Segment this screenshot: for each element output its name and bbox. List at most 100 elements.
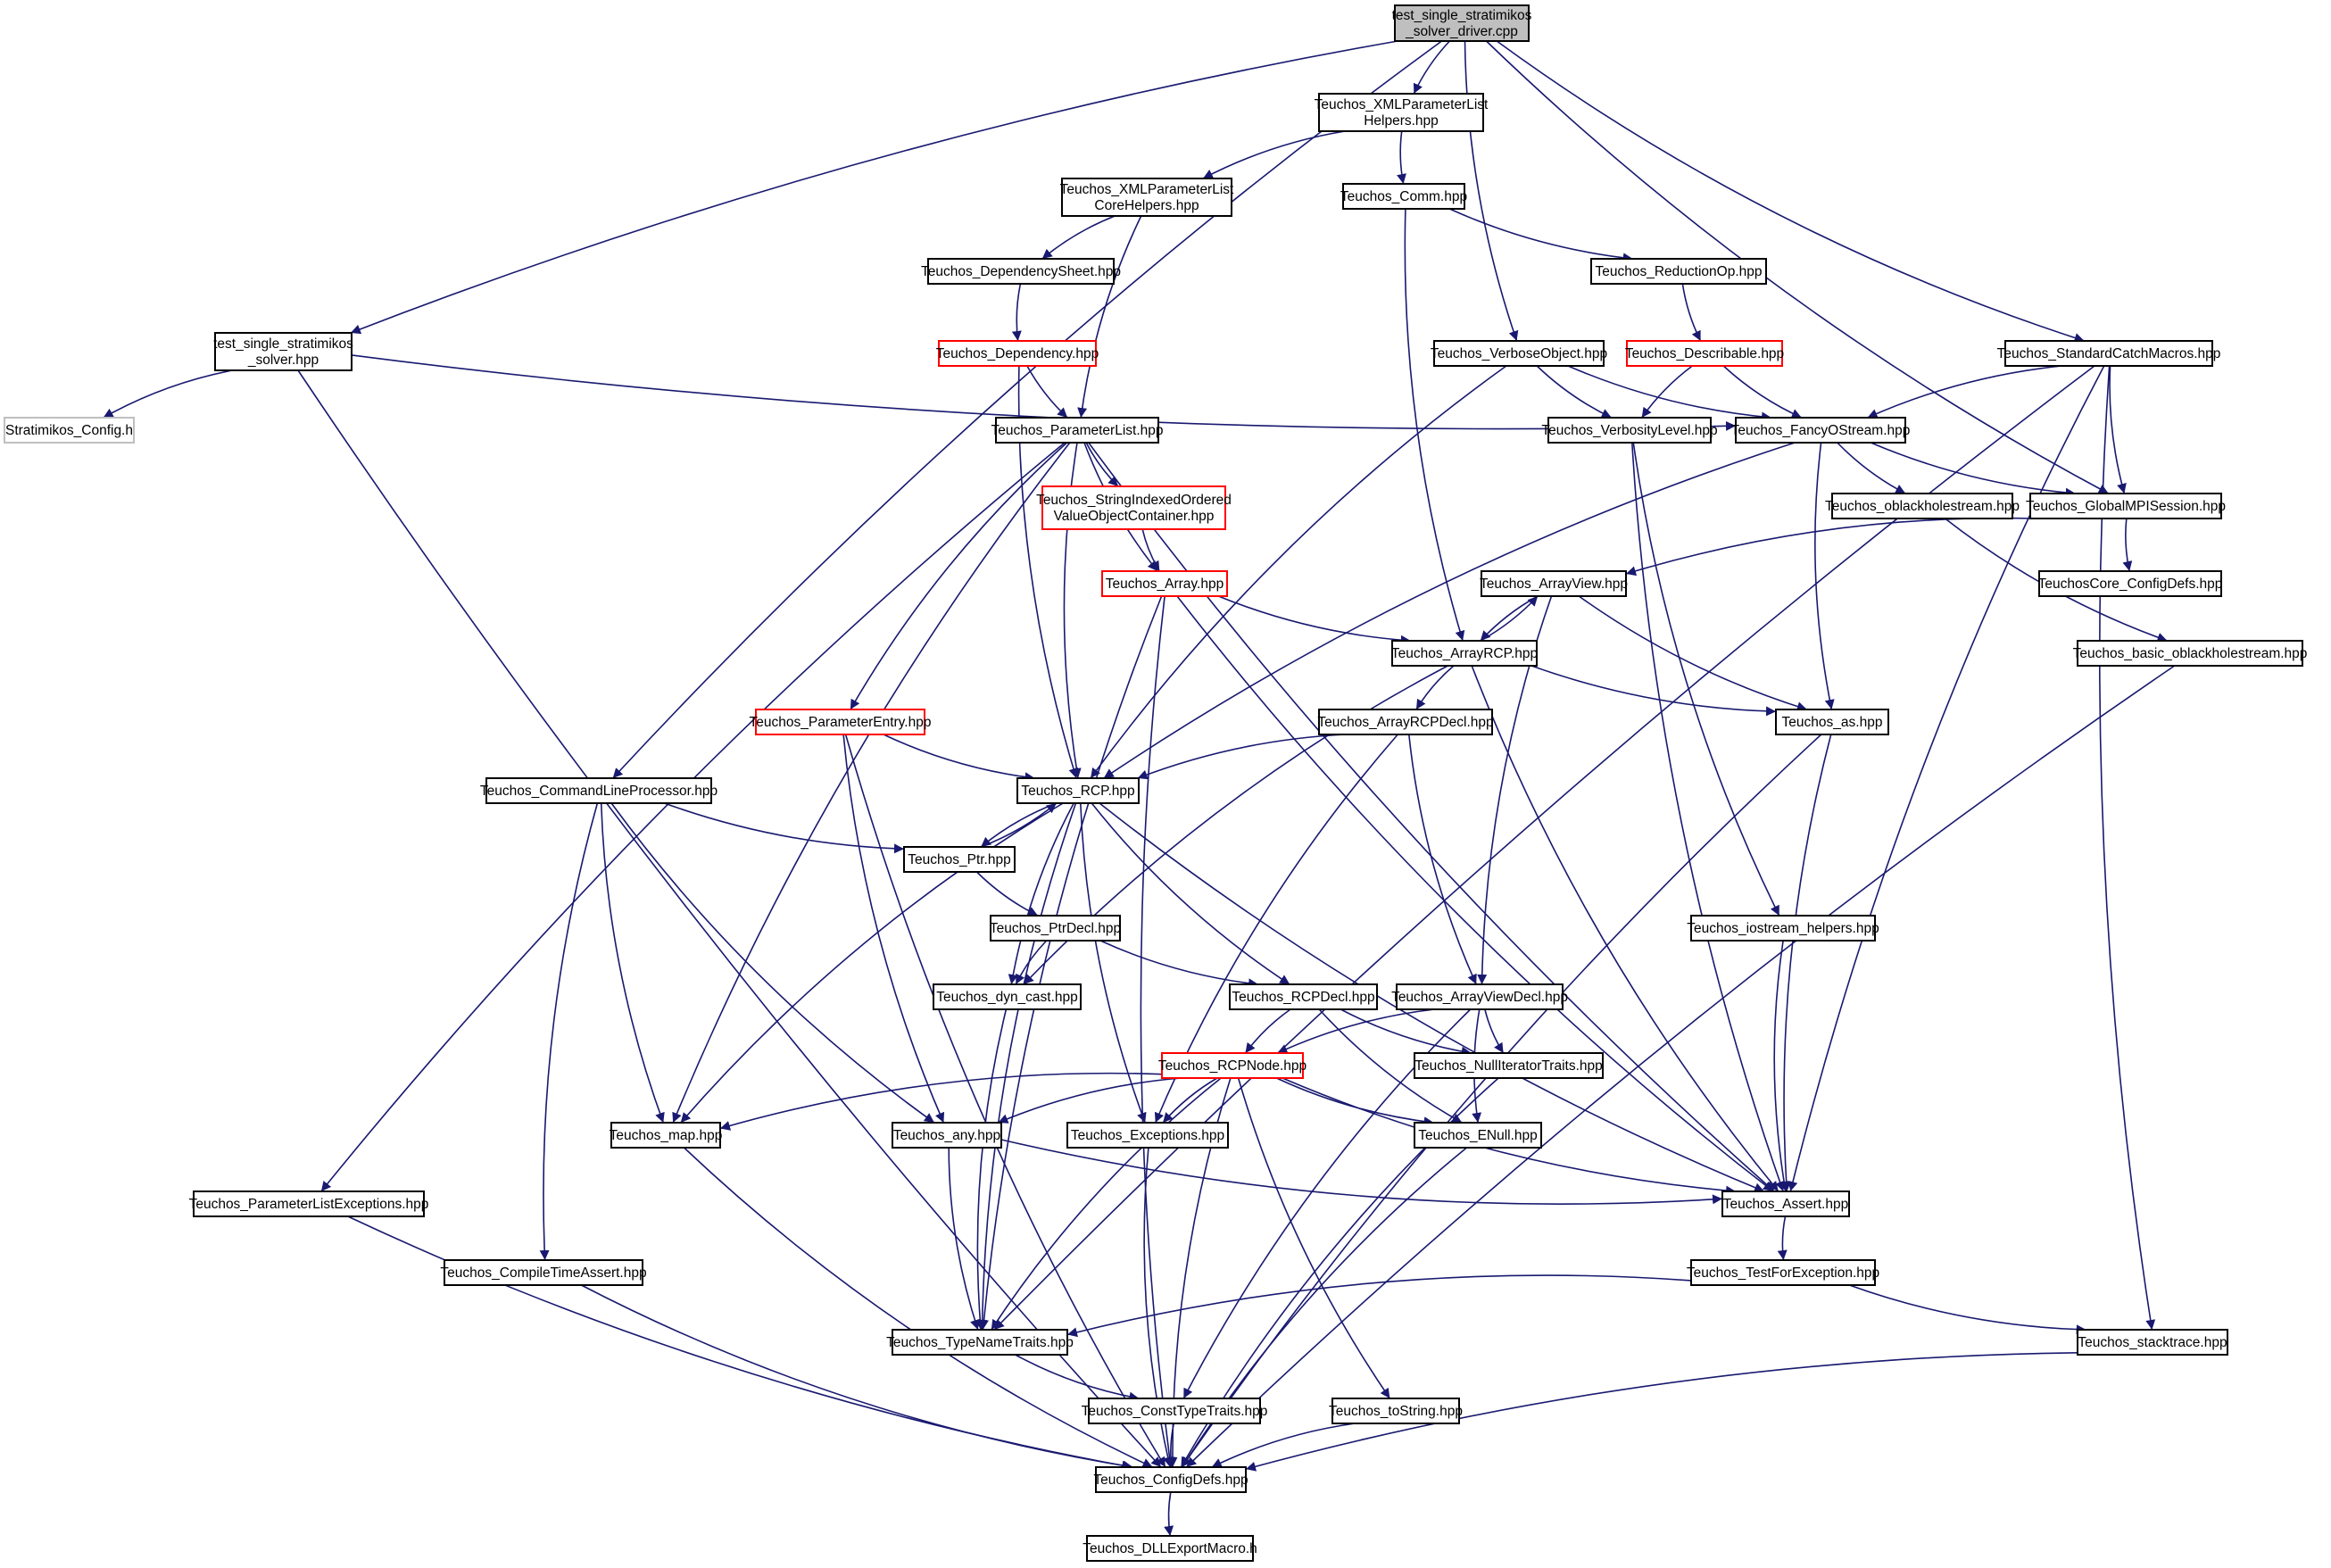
node-arrayviewdecl[interactable]: Teuchos_ArrayViewDecl.hpp xyxy=(1391,983,1568,1010)
edge-stdcatch-to-globalmpi xyxy=(2109,365,2127,494)
node-box xyxy=(1721,1191,1850,1217)
edge-cmdline-to-map xyxy=(600,802,665,1124)
edge-iostreamh-to-assert xyxy=(1773,940,1789,1192)
node-label: Teuchos_ConstTypeTraits.hpp xyxy=(1082,1404,1268,1419)
node-box xyxy=(755,709,925,735)
edge-verblevel-to-iostreamh xyxy=(1632,442,1780,917)
edge-array-to-configdefs xyxy=(1140,595,1174,1468)
node-typename[interactable]: Teuchos_TypeNameTraits.hpp xyxy=(886,1329,1074,1356)
node-paramentry[interactable]: Teuchos_ParameterEntry.hpp xyxy=(750,709,932,735)
edge-ptr-to-rcp xyxy=(980,802,1058,848)
node-box xyxy=(4,417,135,444)
edge-xmlhelpers-to-comm xyxy=(1397,130,1406,185)
node-box xyxy=(1342,183,1465,210)
node-any[interactable]: Teuchos_any.hpp xyxy=(892,1122,1002,1149)
node-stacktrace[interactable]: Teuchos_stacktrace.hpp xyxy=(2077,1329,2228,1356)
node-testforexc[interactable]: Teuchos_TestForException.hpp xyxy=(1687,1259,1879,1286)
node-tostring[interactable]: Teuchos_toString.hpp xyxy=(1329,1398,1463,1424)
node-box xyxy=(1626,340,1783,367)
node-configdefs[interactable]: Teuchos_ConfigDefs.hpp xyxy=(1093,1466,1248,1493)
node-consttype[interactable]: Teuchos_ConstTypeTraits.hpp xyxy=(1082,1398,1268,1424)
edge-cmdline-to-any xyxy=(610,802,935,1124)
node-iostreamh[interactable]: Teuchos_iostream_helpers.hpp xyxy=(1687,915,1879,942)
node-depsheet[interactable]: Teuchos_DependencySheet.hpp xyxy=(921,258,1121,285)
node-strindexed[interactable]: Teuchos_StringIndexedOrderedValueObjectC… xyxy=(1036,485,1232,530)
node-label: Teuchos_Describable.hpp xyxy=(1625,346,1784,361)
node-reductionop[interactable]: Teuchos_ReductionOp.hpp xyxy=(1590,258,1767,285)
node-label: Teuchos_any.hpp xyxy=(893,1128,1000,1143)
node-describable[interactable]: Teuchos_Describable.hpp xyxy=(1625,340,1784,367)
edge-rcpnode-to-assert xyxy=(1282,1077,1737,1196)
node-comm[interactable]: Teuchos_Comm.hpp xyxy=(1340,183,1467,210)
node-dependency[interactable]: Teuchos_Dependency.hpp xyxy=(936,340,1099,367)
node-rcpnode[interactable]: Teuchos_RCPNode.hpp xyxy=(1158,1052,1307,1079)
node-stdcatch[interactable]: Teuchos_StandardCatchMacros.hpp xyxy=(1997,340,2221,367)
node-ptrdecl[interactable]: Teuchos_PtrDecl.hpp xyxy=(990,915,1121,942)
edge-root-to-stdcatch xyxy=(1496,40,2085,343)
node-enull[interactable]: Teuchos_ENull.hpp xyxy=(1414,1122,1542,1149)
edge-typename-to-consttype xyxy=(1015,1354,1140,1402)
node-root[interactable]: test_single_stratimikos_solver_driver.cp… xyxy=(1392,4,1532,42)
node-label: Teuchos_PtrDecl.hpp xyxy=(990,921,1121,936)
node-box xyxy=(1690,915,1876,942)
node-rcp[interactable]: Teuchos_RCP.hpp xyxy=(1016,777,1140,804)
edge-stacktrace-to-configdefs xyxy=(1245,1352,2078,1472)
node-box xyxy=(933,983,1082,1010)
edge-ptr-to-ptrdecl xyxy=(975,871,1039,917)
node-label: Teuchos_ArrayView.hpp xyxy=(1480,577,1628,592)
node-box xyxy=(1095,1466,1247,1493)
node-arrayrcpdecl[interactable]: Teuchos_ArrayRCPDecl.hpp xyxy=(1317,709,1494,735)
node-array[interactable]: Teuchos_Array.hpp xyxy=(1101,570,1228,597)
node-box xyxy=(1318,93,1484,132)
node-exceptions[interactable]: Teuchos_Exceptions.hpp xyxy=(1066,1122,1229,1149)
node-label: _solver_driver.cpp xyxy=(1405,24,1518,39)
node-verboseobj[interactable]: Teuchos_VerboseObject.hpp xyxy=(1431,340,1607,367)
node-box xyxy=(214,332,353,371)
node-solverhpp[interactable]: test_single_stratimikos_solver.hpp xyxy=(213,332,353,371)
node-label: TeuchosCore_ConfigDefs.hpp xyxy=(2038,577,2223,592)
node-basicoblack[interactable]: Teuchos_basic_oblackholestream.hpp xyxy=(2073,640,2308,667)
node-rcpdecl[interactable]: Teuchos_RCPDecl.hpp xyxy=(1229,983,1378,1010)
node-as[interactable]: Teuchos_as.hpp xyxy=(1775,709,1889,735)
node-label: Teuchos_Comm.hpp xyxy=(1340,189,1467,204)
node-stratconfig[interactable]: Stratimikos_Config.h xyxy=(4,417,135,444)
node-dllexport[interactable]: Teuchos_DLLExportMacro.h xyxy=(1083,1535,1257,1562)
node-ptr[interactable]: Teuchos_Ptr.hpp xyxy=(903,846,1016,873)
node-verblevel[interactable]: Teuchos_VerbosityLevel.hpp xyxy=(1541,417,1718,444)
edge-compiletime-to-configdefs xyxy=(581,1284,1133,1471)
node-fancyo[interactable]: Teuchos_FancyOStream.hpp xyxy=(1731,417,1911,444)
node-box xyxy=(1831,493,2013,519)
node-map[interactable]: Teuchos_map.hpp xyxy=(610,1122,723,1149)
node-label: Teuchos_ReductionOp.hpp xyxy=(1596,264,1763,279)
edge-rcpnode-to-map xyxy=(719,1072,1163,1131)
node-coreconfig[interactable]: TeuchosCore_ConfigDefs.hpp xyxy=(2038,570,2223,597)
node-label: Teuchos_ENull.hpp xyxy=(1418,1128,1538,1143)
node-box xyxy=(1391,640,1538,667)
node-arrayview[interactable]: Teuchos_ArrayView.hpp xyxy=(1480,570,1628,597)
node-plexceptions[interactable]: Teuchos_ParameterListExceptions.hpp xyxy=(189,1191,429,1217)
node-oblackhole[interactable]: Teuchos_oblackholestream.hpp xyxy=(1825,493,2020,519)
node-box xyxy=(1590,258,1767,285)
node-label: Teuchos_Array.hpp xyxy=(1106,577,1224,592)
edge-paramlist-to-strindexed xyxy=(1085,442,1119,487)
node-box xyxy=(1414,1122,1542,1149)
node-box xyxy=(1414,1052,1604,1079)
node-nulliter[interactable]: Teuchos_NullIteratorTraits.hpp xyxy=(1414,1052,1604,1079)
edge-verboseobj-to-fancyo xyxy=(1567,365,1772,422)
node-globalmpi[interactable]: Teuchos_GlobalMPISession.hpp xyxy=(2026,493,2226,519)
node-box xyxy=(990,915,1121,942)
edge-cmdline-to-ptr xyxy=(664,802,905,854)
edge-paramlist-to-assert xyxy=(1088,442,1775,1192)
node-label: Teuchos_XMLParameterList xyxy=(1315,97,1489,112)
node-cmdline[interactable]: Teuchos_CommandLineProcessor.hpp xyxy=(480,777,718,804)
node-paramlist[interactable]: Teuchos_ParameterList.hpp xyxy=(991,417,1164,444)
node-box xyxy=(927,258,1115,285)
edge-array-to-assert xyxy=(1176,595,1774,1192)
node-assert[interactable]: Teuchos_Assert.hpp xyxy=(1721,1191,1850,1217)
node-dyncast[interactable]: Teuchos_dyn_cast.hpp xyxy=(933,983,1082,1010)
node-label: Teuchos_Exceptions.hpp xyxy=(1071,1128,1224,1143)
node-compiletime[interactable]: Teuchos_CompileTimeAssert.hpp xyxy=(440,1259,647,1286)
node-arrayrcp[interactable]: Teuchos_ArrayRCP.hpp xyxy=(1391,640,1538,667)
